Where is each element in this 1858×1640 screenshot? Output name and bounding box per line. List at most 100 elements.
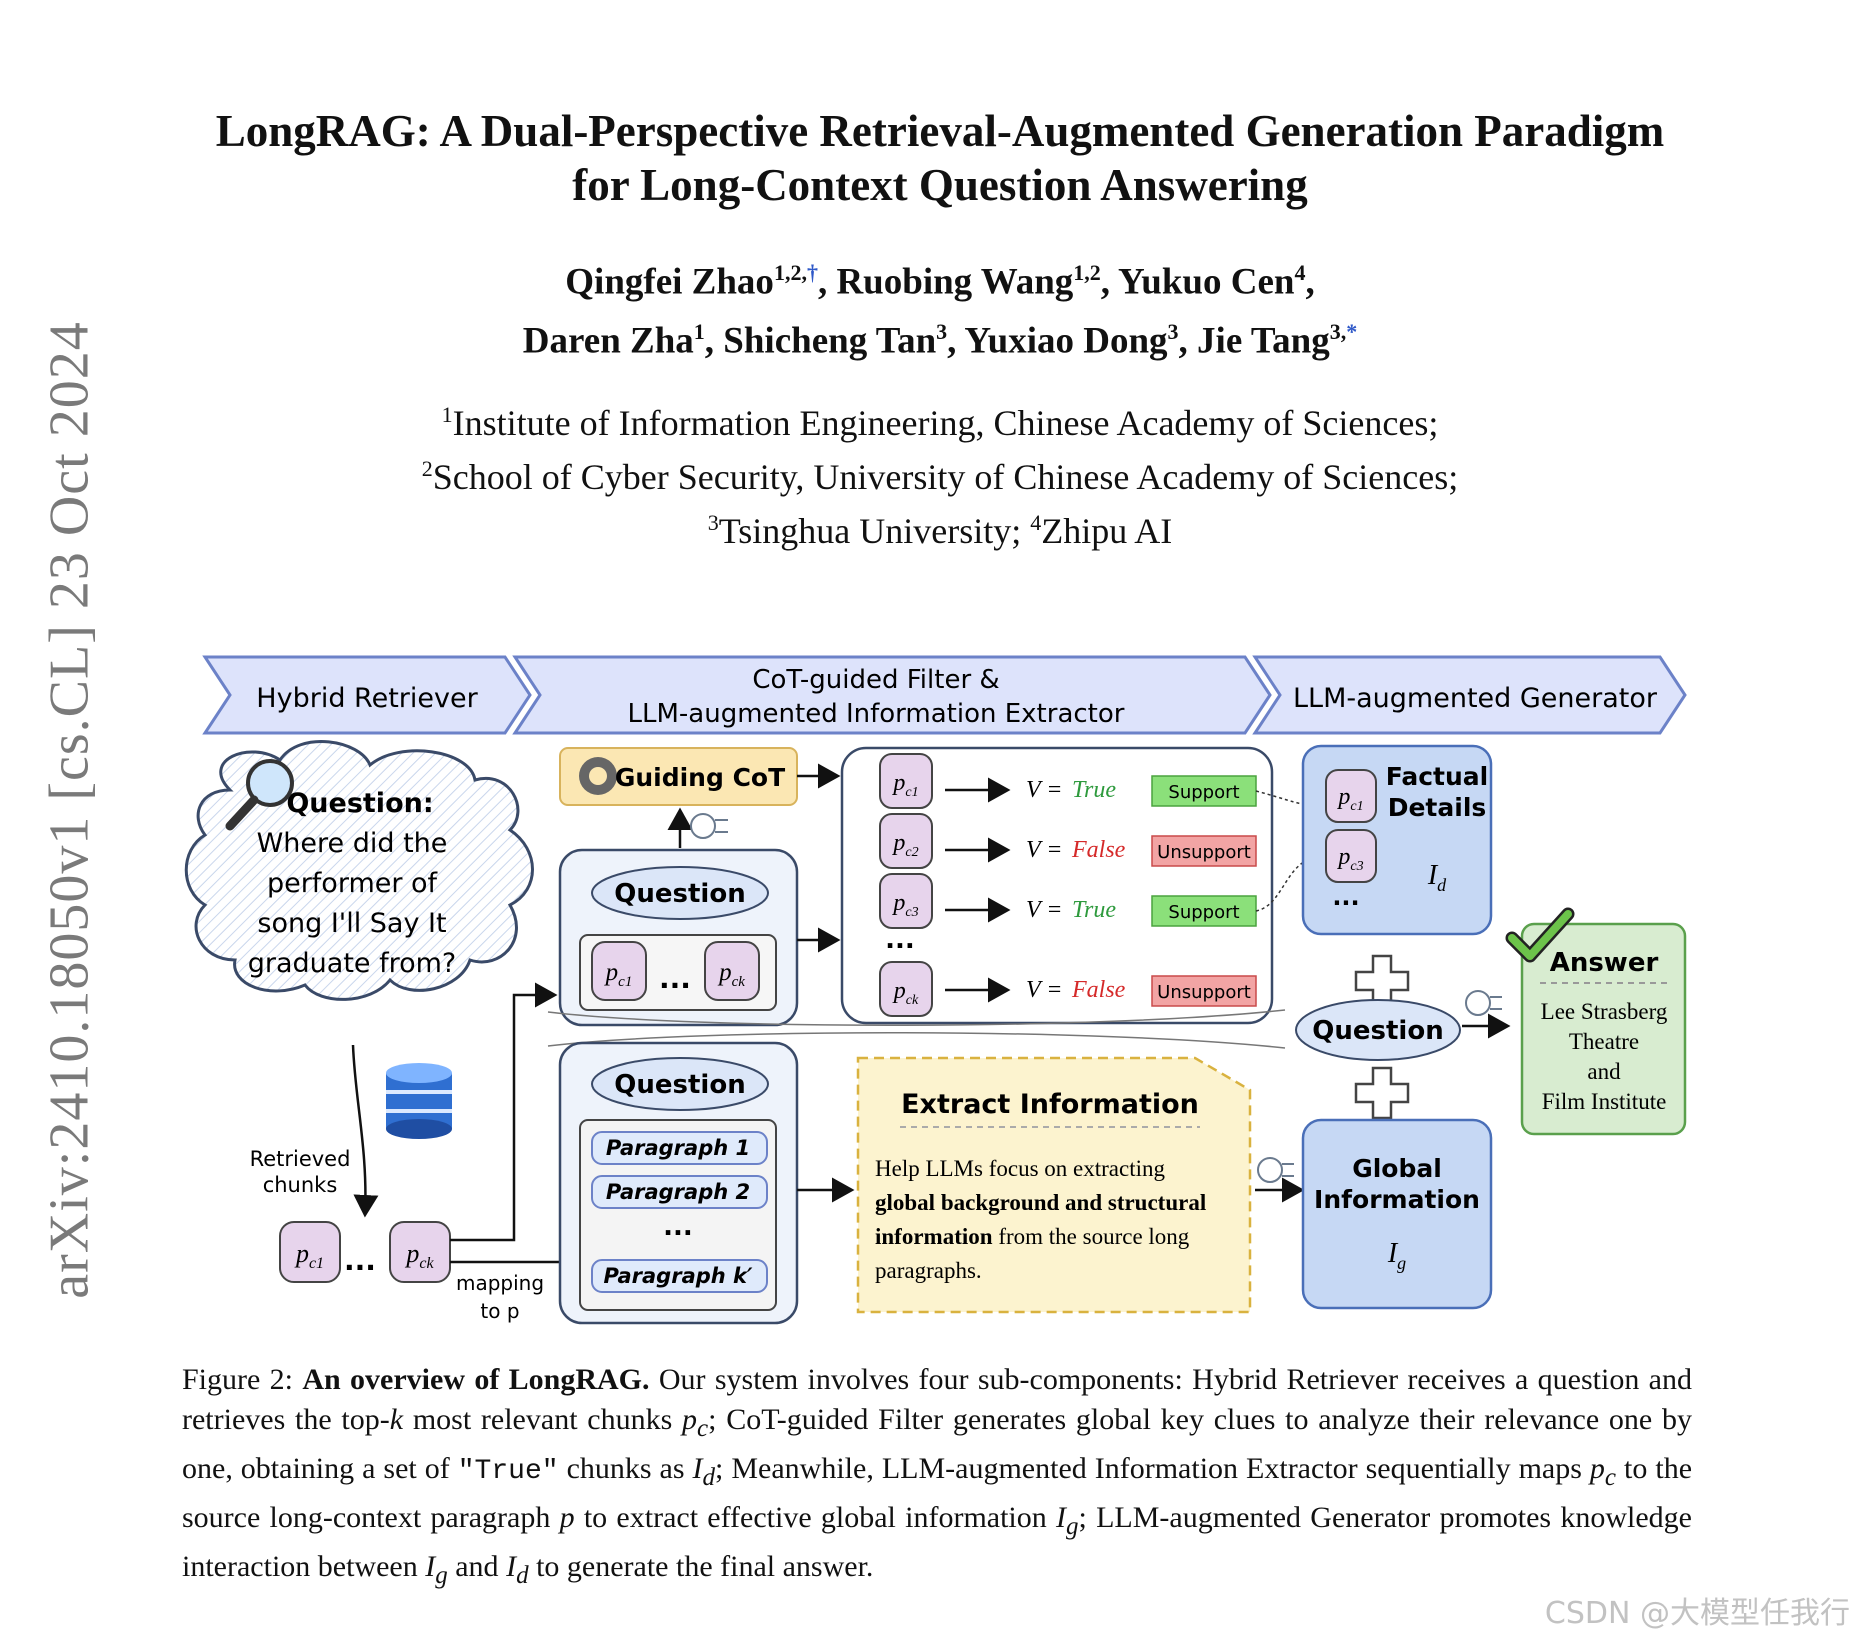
svg-text:pc1: pc1 [604,959,633,990]
stage-label-generator: LLM-augmented Generator [1293,683,1658,714]
author-name: Shicheng Tan [723,320,937,362]
svg-text:True: True [1072,897,1116,923]
svg-text:V =: V = [1026,897,1062,923]
paragraph-2: Paragraph 2 [606,1180,750,1204]
factual-label-2: Details [1388,793,1487,822]
stage-label-retriever: Hybrid Retriever [256,683,478,714]
mapping-label-1: mapping [456,1271,544,1295]
svg-text:False: False [1071,977,1126,1003]
global-information-panel: Global Information Ig [1301,1118,1493,1310]
factual-label-1: Factual [1386,762,1489,791]
svg-text:V =: V = [1026,977,1062,1003]
filter-question-label: Question [614,879,745,909]
brain-chip-icon [690,813,728,839]
question-text-1: Where did the [257,828,448,859]
question-text-3: song I'll Say It [257,908,446,939]
brain-chip-icon [1465,990,1502,1016]
author-line-1: Qingfei Zhao1,2,†, Ruobing Wang1,2, Yuku… [565,260,1315,303]
guiding-cot-box: Guiding CoT [559,747,798,806]
guiding-cot-label: Guiding CoT [615,763,785,792]
answer-label: Answer [1550,948,1659,978]
svg-text:...: ... [663,1212,693,1242]
affiliation-1: 1Institute of Information Engineering, C… [441,402,1439,443]
factual-details-panel: pc1 pc3 ... Factual Details Id [1301,744,1493,936]
paper-title: LongRAG: A Dual-Perspective Retrieval-Au… [150,104,1730,212]
affiliation-3-4: 3Tsinghua University; 4Zhipu AI [707,510,1173,551]
svg-text:global background and structur: global background and structural [875,1190,1206,1215]
svg-text:V =: V = [1026,837,1062,863]
question-cloud: Question: Where did the performer of son… [184,740,534,1001]
unsupport-badge: Unsupport [1157,842,1251,863]
answer-panel: Answer Lee Strasberg Theatre and Film In… [1520,922,1687,1136]
answer-text-4: Film Institute [1542,1089,1667,1114]
stage-label-filter-1: CoT-guided Filter & [752,665,999,695]
true-label: True [1072,777,1116,803]
judge-row-k: pck V = False Unsupport [879,961,1257,1017]
generator-question-label: Question [1312,1016,1443,1046]
author-name: Daren Zha [522,320,694,362]
question-text-4: graduate from? [248,948,457,979]
answer-text-3: and [1587,1059,1621,1084]
judge-row-3: pc3 V = True Support [879,873,1257,929]
asterisk-mark[interactable]: * [1346,319,1358,345]
stage-banner-retriever: Hybrid Retriever [202,655,532,735]
plus-icon [1354,1066,1410,1120]
author-list: Qingfei Zhao1,2,†, Ruobing Wang1,2, Yuku… [150,248,1730,367]
title-line-1: LongRAG: A Dual-Perspective Retrieval-Au… [215,106,1665,156]
svg-text:...: ... [1332,883,1359,911]
judge-row-2: pc2 V = False Unsupport [879,813,1257,869]
svg-text:Support: Support [1168,902,1239,923]
false-label: False [1071,837,1126,863]
svg-text:V =: V = [1026,777,1062,803]
caption-bold-title: An overview of LongRAG. [302,1363,650,1396]
author-name: Yuxiao Dong [964,320,1168,362]
answer-text-1: Lee Strasberg [1541,999,1668,1024]
stage-banner-generator: LLM-augmented Generator [1252,655,1687,735]
magnifier-icon [225,759,294,831]
chunk-ellipsis: ... [344,1244,376,1277]
extract-information-note: Extract Information Help LLMs focus on e… [856,1056,1252,1314]
author-name: Ruobing Wang [836,261,1074,303]
author-name: Jie Tang [1197,320,1330,362]
figure-caption: Figure 2: An overview of LongRAG. Our sy… [182,1363,1693,1589]
author-name: Yukuo Cen [1117,261,1295,303]
brain-chip-icon [1257,1157,1294,1183]
answer-text-2: Theatre [1569,1029,1639,1054]
global-label-2: Information [1314,1185,1480,1214]
mapping-label-2: to p [480,1299,519,1323]
extract-title: Extract Information [901,1089,1199,1120]
paragraph-1: Paragraph 1 [606,1136,750,1160]
svg-text:Unsupport: Unsupport [1157,982,1251,1003]
dagger-mark[interactable]: † [806,260,818,285]
author-name: Qingfei Zhao [565,261,774,303]
affiliations: 1Institute of Information Engineering, C… [150,392,1730,554]
checkmark-icon [1505,907,1575,963]
judge-row-1: pc1 V = True Support [879,753,1257,809]
extractor-question-label: Question [614,1070,745,1100]
retrieval-arrow [351,1044,379,1218]
stage-label-filter-2: LLM-augmented Information Extractor [628,699,1125,729]
title-line-2: for Long-Context Question Answering [572,160,1308,210]
extractor-question-panel: Question Paragraph 1 Paragraph 2 ... Par… [558,1041,799,1325]
question-text-2: performer of [267,868,439,899]
chunk-pck: pck [389,1221,451,1283]
support-badge: Support [1168,782,1239,803]
svg-text:Help LLMs focus on extracting: Help LLMs focus on extracting [875,1156,1165,1181]
plus-icon [1354,954,1410,1008]
global-label-1: Global [1352,1154,1442,1183]
chunk-pc1: pc1 [279,1221,341,1283]
svg-text:pc3: pc3 [1336,844,1363,874]
svg-text:...: ... [659,962,691,995]
retrieved-label-1: Retrieved [250,1147,351,1171]
stage-banner-filter: CoT-guided Filter & LLM-augmented Inform… [512,655,1272,735]
csdn-watermark: CSDN @大模型任我行 [1544,1596,1850,1631]
retrieved-label-2: chunks [263,1173,338,1197]
svg-text:pc1: pc1 [1336,784,1363,814]
affiliation-2: 2School of Cyber Security, University of… [421,456,1459,497]
caption-figure-label: Figure 2: [182,1363,293,1396]
question-heading: Question: [286,788,433,819]
generator-question-cloud: Question [1295,999,1461,1061]
svg-text:information from the source lo: information from the source long [875,1224,1190,1249]
separator-line [547,1009,1286,1026]
